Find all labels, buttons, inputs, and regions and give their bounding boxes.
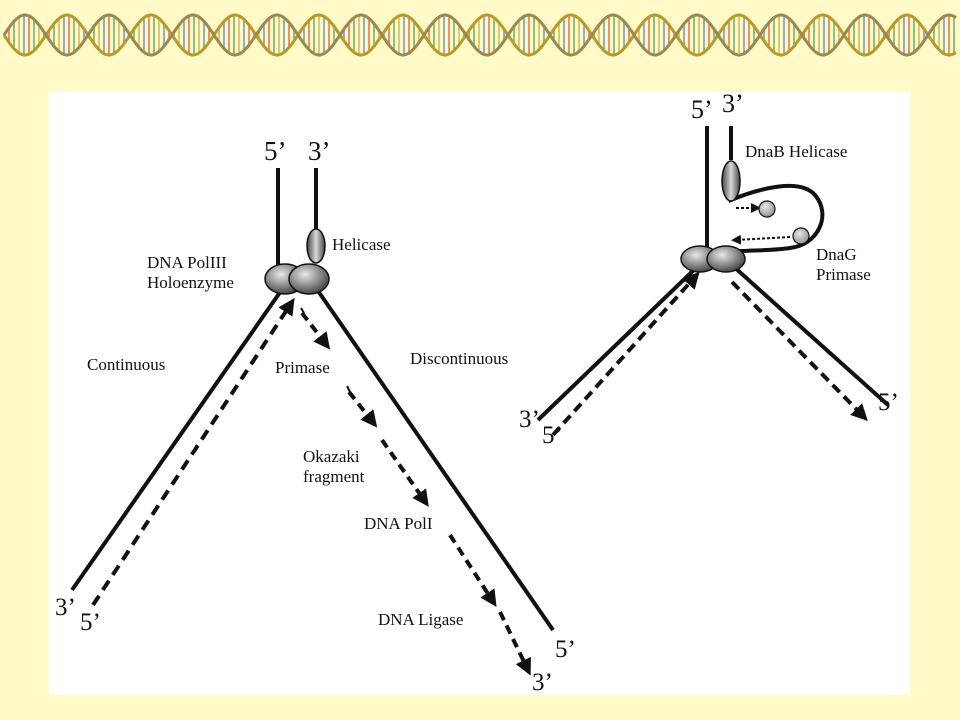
okazaki-segment-2 — [347, 390, 378, 428]
bottom-right-3-label: 3’ — [532, 669, 553, 696]
dnag-label-line2: Primase — [816, 265, 871, 284]
dnag-label-line1: DnaG — [816, 245, 857, 264]
okazaki-label-line1: Okazaki — [303, 447, 360, 466]
okazaki-segment-1 — [300, 311, 331, 350]
helix-backbone — [2, 13, 957, 57]
primase-circle-upper — [758, 200, 776, 218]
primase-circle-lower — [792, 227, 810, 245]
right-lagging-template — [731, 264, 890, 407]
right-bottom-left-5-label: 5’ — [542, 422, 563, 449]
dna-helix-icon — [2, 13, 957, 57]
dna-ligase-label: DNA Ligase — [378, 610, 463, 629]
helicase-label: Helicase — [332, 235, 391, 254]
okazaki-segment-5 — [498, 611, 531, 676]
right-leading-template — [536, 264, 700, 422]
polymerase-label-line1: DNA PolIII — [147, 253, 227, 272]
lagging-template-strand — [314, 286, 555, 632]
lagging-strand-loop — [727, 183, 825, 254]
right-replication-fork: 5’ 3’ DnaB Helicase DnaG Primase 3’ 5’ 5… — [519, 89, 899, 449]
dnab-helicase-shape — [721, 160, 741, 202]
primase-label: Primase — [275, 358, 330, 377]
right-top-3-label: 3’ — [722, 89, 744, 118]
okazaki-segment-3 — [380, 438, 429, 507]
right-leading-new-strand — [551, 271, 700, 437]
okazaki-segment-4 — [448, 533, 497, 608]
polymerase-label-line2: Holoenzyme — [147, 273, 234, 292]
primer-tick-2 — [346, 385, 351, 393]
okazaki-label-line2: fragment — [303, 467, 365, 486]
left-top-5-label: 5’ — [264, 136, 287, 166]
right-bottom-right-5-label: 5’ — [878, 389, 899, 416]
right-top-5-label: 5’ — [691, 95, 713, 124]
dna-pol1-label: DNA PolI — [364, 514, 433, 533]
helicase-shape — [306, 228, 326, 264]
continuous-label: Continuous — [87, 355, 165, 374]
bottom-left-5-label: 5’ — [80, 609, 101, 636]
right-polymerase-right — [706, 245, 746, 273]
left-top-3-label: 3’ — [308, 136, 331, 166]
right-lagging-new-strand — [730, 280, 868, 422]
diagram-panel — [49, 92, 910, 695]
primer-tick-1 — [300, 307, 305, 314]
right-bottom-left-3-label: 3’ — [519, 406, 540, 433]
left-replication-fork: 5’ 3’ DNA PolIII Holoenzyme Helicase Con… — [55, 136, 576, 696]
dna-helix-banner — [2, 13, 957, 57]
helix-backbone — [2, 13, 957, 57]
leading-template-strand — [70, 286, 285, 592]
bottom-left-3-label: 3’ — [55, 594, 76, 621]
dnab-helicase-label: DnaB Helicase — [745, 142, 847, 161]
bottom-right-5-label: 5’ — [555, 636, 576, 663]
primer-arrow-lower — [731, 234, 791, 245]
discontinuous-label: Discontinuous — [410, 349, 508, 368]
leading-new-strand — [91, 297, 295, 607]
polymerase-subunit-right — [288, 263, 330, 295]
